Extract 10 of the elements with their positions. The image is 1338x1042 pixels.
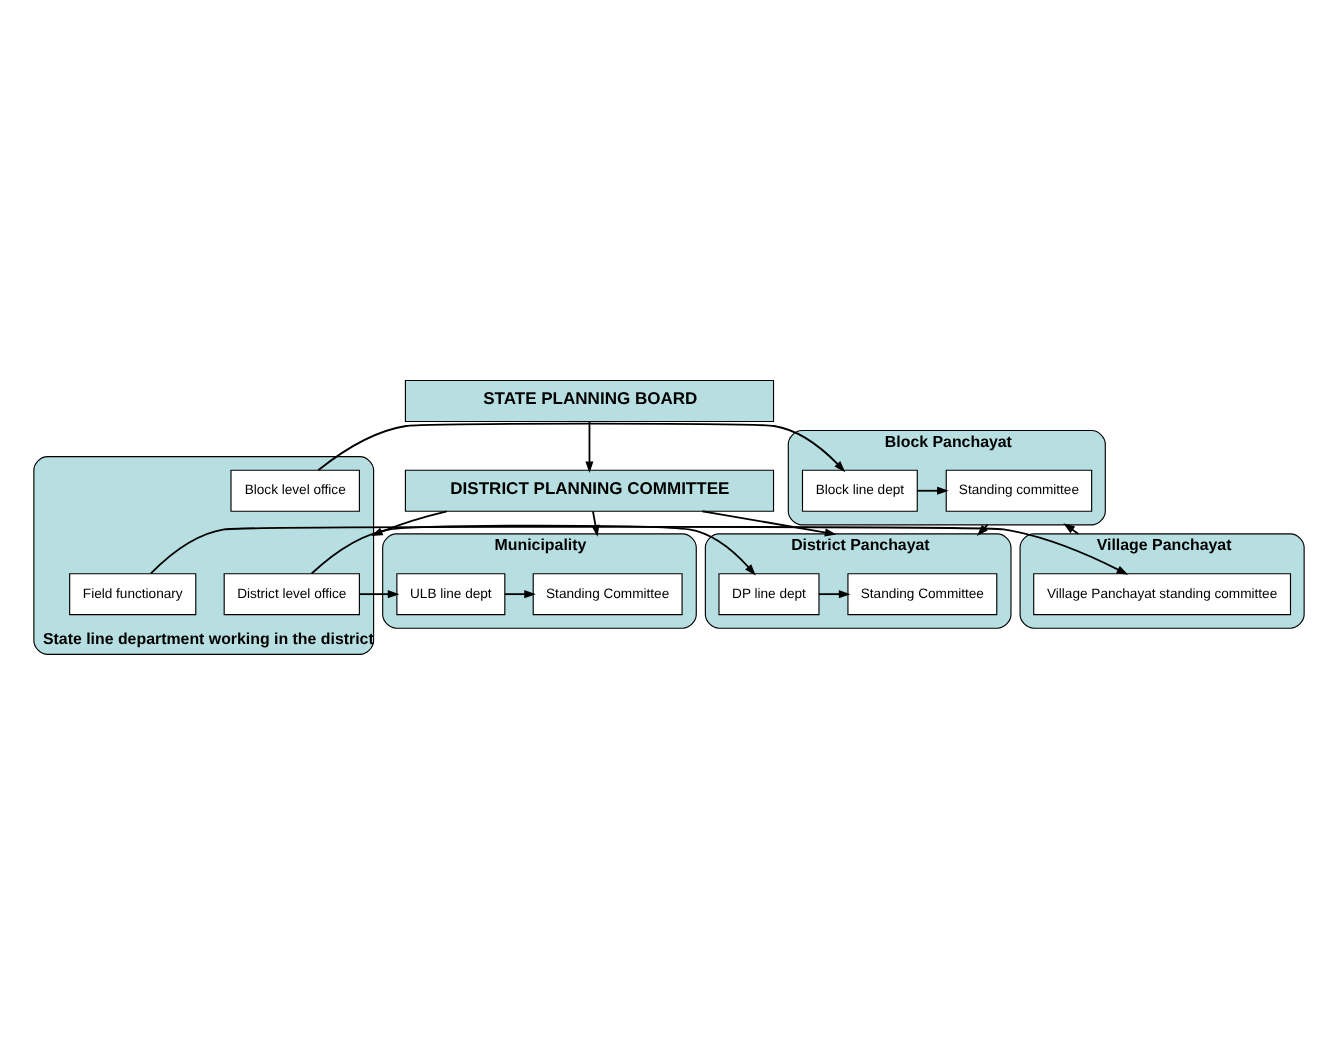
node-box: DISTRICT PLANNING COMMITTEE (404, 468, 775, 511)
arrow (916, 485, 949, 494)
arrow (504, 589, 536, 598)
arrow (1063, 522, 1080, 534)
arrow (701, 509, 837, 536)
arrow (818, 589, 851, 598)
arrow (585, 419, 594, 472)
node-box: STATE PLANNING BOARD (404, 378, 775, 421)
arrow (317, 421, 846, 472)
arrow (358, 589, 400, 598)
